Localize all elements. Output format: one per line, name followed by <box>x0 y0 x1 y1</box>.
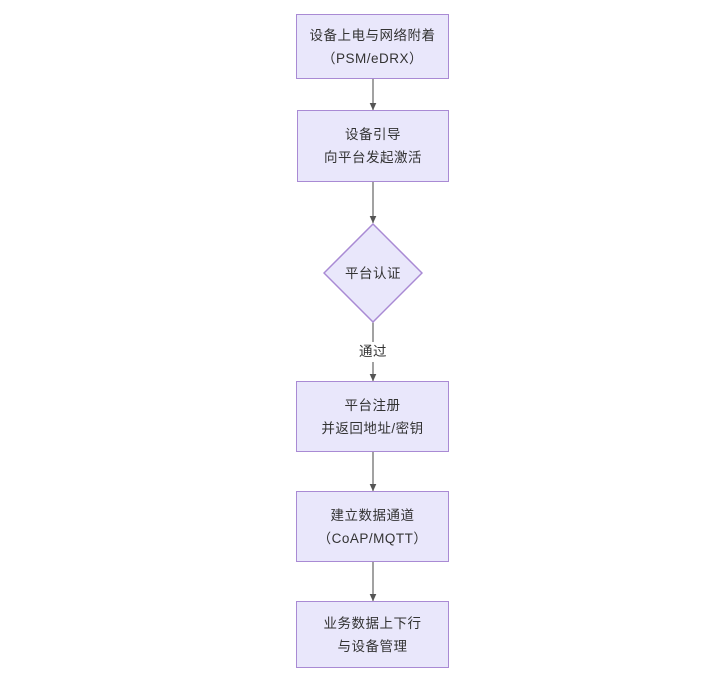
node-label-line: 平台认证 <box>345 265 401 281</box>
node-label-line: 业务数据上下行 <box>323 615 422 631</box>
node-label-line: 平台注册 <box>344 397 401 413</box>
node-label-line: （CoAP/MQTT） <box>317 530 428 546</box>
node-label: 设备上电与网络附着 （PSM/eDRX） <box>310 24 436 70</box>
node-device-power-on[interactable]: 设备上电与网络附着 （PSM/eDRX） <box>296 14 449 79</box>
node-business-data-and-device-management[interactable]: 业务数据上下行 与设备管理 <box>296 601 449 668</box>
node-label-line: （PSM/eDRX） <box>321 50 424 66</box>
diamond-shape-icon <box>323 223 423 323</box>
node-establish-data-channel[interactable]: 建立数据通道 （CoAP/MQTT） <box>296 491 449 562</box>
node-label-line: 并返回地址/密钥 <box>321 420 424 436</box>
node-device-bootstrap[interactable]: 设备引导 向平台发起激活 <box>297 110 449 182</box>
node-label: 平台注册 并返回地址/密钥 <box>321 394 423 440</box>
node-label-line: 设备上电与网络附着 <box>309 27 436 43</box>
node-label: 平台认证 <box>345 262 401 285</box>
node-label-line: 设备引导 <box>345 127 401 142</box>
node-label: 业务数据上下行 与设备管理 <box>324 612 422 658</box>
node-platform-authentication-decision[interactable]: 平台认证 <box>323 223 423 323</box>
node-label-line: 建立数据通道 <box>330 507 415 523</box>
node-label: 建立数据通道 （CoAP/MQTT） <box>318 504 428 550</box>
node-platform-registration[interactable]: 平台注册 并返回地址/密钥 <box>296 381 449 452</box>
node-label-line: 向平台发起激活 <box>324 150 422 165</box>
node-label: 设备引导 向平台发起激活 <box>324 123 422 169</box>
edge-label-pass: 通过 <box>356 342 390 362</box>
node-label-line: 与设备管理 <box>337 638 408 654</box>
